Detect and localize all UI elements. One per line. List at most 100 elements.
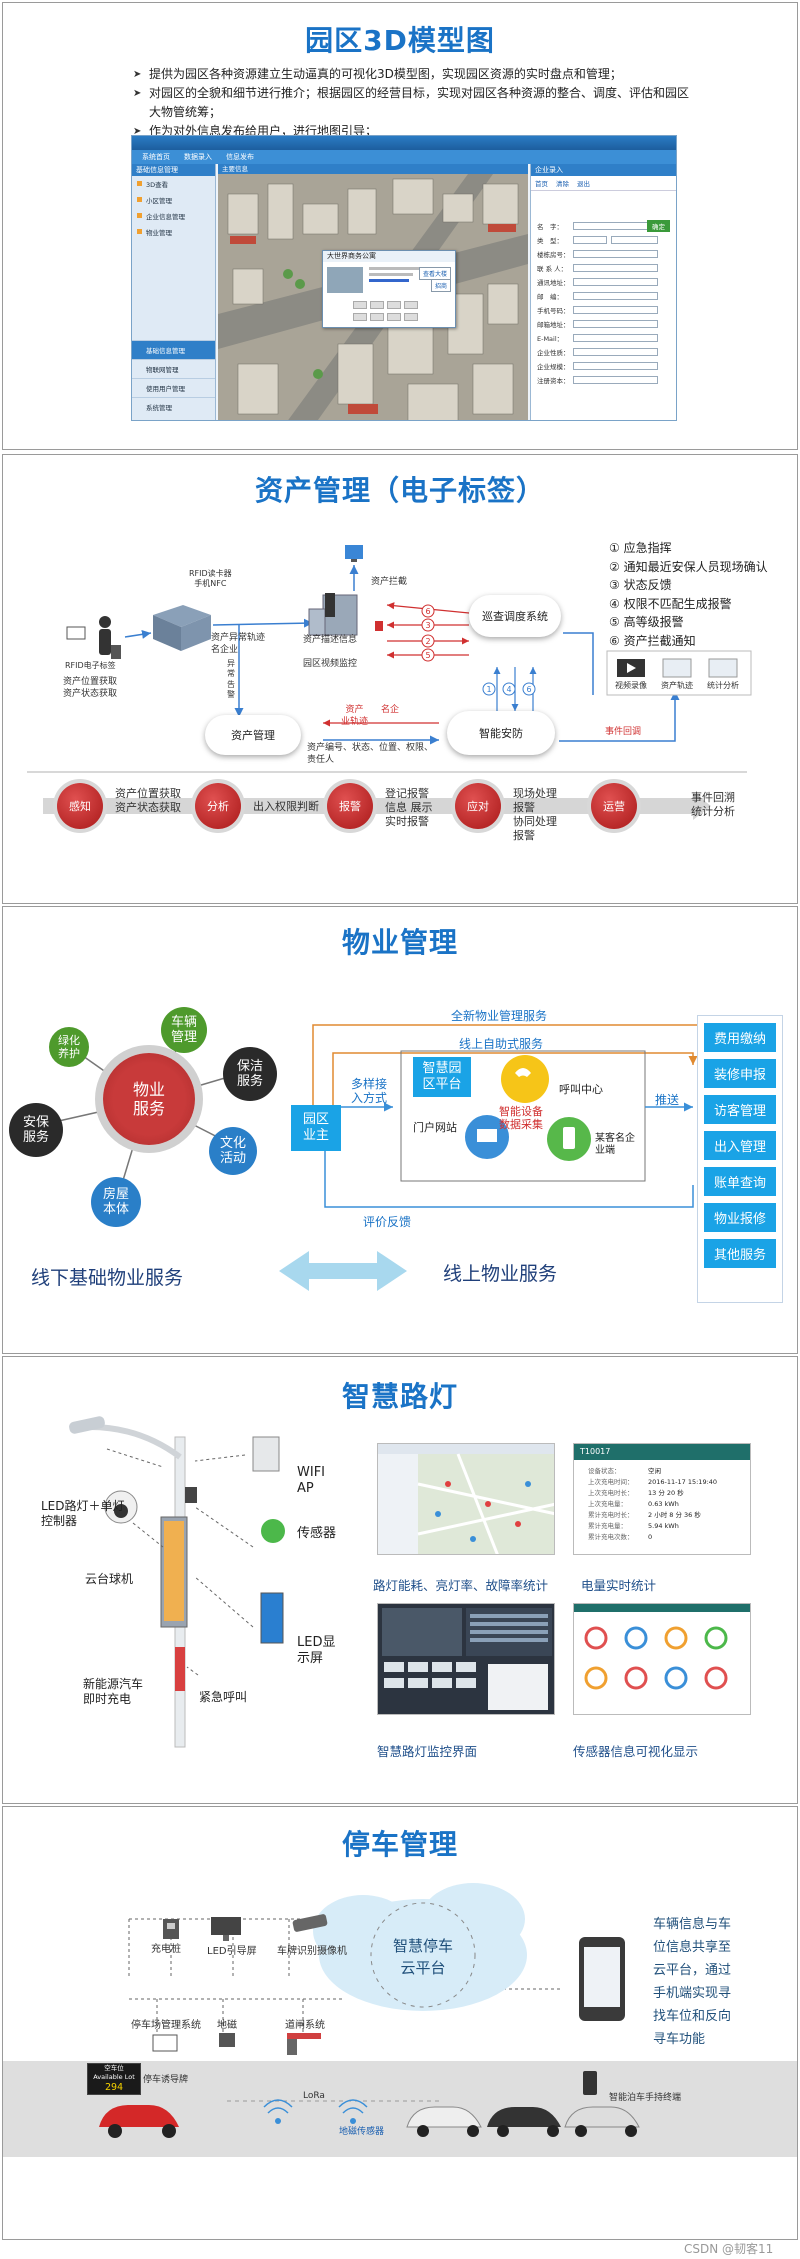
service-bill[interactable]: 账单查询 [704, 1167, 776, 1196]
building-thumbnail [327, 267, 363, 293]
name-input[interactable] [573, 222, 658, 230]
type-select-2[interactable] [611, 236, 658, 244]
slide-asset-management: 资产管理（电子标签） [2, 454, 798, 904]
app-topbar [132, 136, 676, 150]
name-label: 名企 [381, 705, 400, 715]
slide-property-management: 物业管理 物业 服务 车辆 管理 保洁 服务 文化 活动 房屋 [2, 906, 798, 1354]
call-center-label: 呼叫中心 [559, 1083, 603, 1096]
sign-number: 294 [104, 2082, 124, 2093]
step-item: ⑤ 高等级报警 [609, 615, 684, 629]
email2-input[interactable] [573, 334, 658, 342]
multi-access-label: 多样接 入方式 [351, 1077, 388, 1105]
service-visitor[interactable]: 访客管理 [704, 1095, 776, 1124]
service-repair[interactable]: 物业报修 [704, 1203, 776, 1232]
step-item: ④ 权限不匹配生成报警 [609, 596, 732, 611]
rfid-reader-label: RFID读卡器 手机NFC [189, 569, 232, 589]
email-input[interactable] [573, 320, 658, 328]
meter-key: 累计充电时长： [588, 1511, 634, 1519]
ev-charging-label: 新能源汽车 即时充电 [83, 1677, 144, 1706]
hub-vehicle: 车辆 管理 [161, 1007, 207, 1053]
app-nav: 系统首页 数据录入 信息发布 [132, 150, 676, 164]
address-input[interactable] [573, 278, 658, 286]
service-renovation[interactable]: 装修申报 [704, 1059, 776, 1088]
sidebar-item[interactable]: 物业管理 [132, 224, 215, 240]
service-access[interactable]: 出入管理 [704, 1131, 776, 1160]
online-service-label: 线上物业服务 [443, 1263, 558, 1285]
sidebar-bottom-item[interactable]: 使用用户管理 [132, 378, 215, 397]
nav-item[interactable]: 数据录入 [184, 153, 212, 161]
asset-fields-label: 资产编号、状态、位置、权限、 责任人 [307, 743, 434, 765]
portal-label: 门户网站 [413, 1121, 457, 1134]
hub-property-service: 物业 服务 [103, 1053, 195, 1145]
stage-desc: 事件回溯 统计分析 [691, 791, 735, 818]
form-label: 类 型： [537, 237, 563, 245]
device-label: 地磁 [217, 2020, 237, 2031]
caption: 智慧路灯监控界面 [377, 1744, 478, 1759]
sidebar-bottom-item[interactable]: 物联网管理 [132, 359, 215, 378]
hub-housing: 房屋 本体 [91, 1177, 141, 1227]
confirm-button[interactable]: 确定 [647, 220, 670, 232]
abnormal-label: 资产异常轨迹 名企业 [211, 633, 266, 655]
meter-key: 上次充电时间： [588, 1478, 634, 1486]
nature-input[interactable] [573, 348, 658, 356]
form-tab[interactable]: 首页 [535, 180, 548, 188]
stage-operate: 运营 [591, 783, 637, 829]
room-input[interactable] [573, 250, 658, 258]
stage-desc: 登记报警 信息 展示 实时报警 [385, 787, 433, 828]
step-item: ③ 状态反馈 [609, 578, 672, 592]
step-item: ① 应急指挥 [609, 541, 672, 555]
bullet-item: 作为对外信息发布给用户，进行地图引导； [133, 122, 693, 141]
hub-culture: 文化 活动 [209, 1127, 257, 1175]
meter-key: 上次充电时长： [588, 1489, 634, 1497]
slide-smart-streetlight: 智慧路灯 WIFI AP LED路灯＋单灯 控制器 传感器 云台球机 LED显 … [2, 1356, 798, 1804]
monitor-ui-screenshot [377, 1603, 555, 1715]
type-select[interactable] [573, 236, 607, 244]
slide-title: 资产管理（电子标签） [254, 474, 545, 507]
form-label: 名 字： [537, 223, 563, 231]
form-label: 邮箱地址： [537, 321, 570, 329]
slide-3d-model: 园区3D模型图 提供为园区各种资源建立生动逼真的可视化3D模型图，实现园区资源的… [2, 2, 798, 450]
ptz-camera-label: 云台球机 [85, 1572, 134, 1586]
rfid-tag-label: RFID电子标签 [65, 661, 116, 670]
step-item: ② 通知最近安保人员现场确认 [609, 559, 768, 574]
bullet-list: 提供为园区各种资源建立生动逼真的可视化3D模型图，实现园区资源的实时盘点和管理；… [133, 65, 693, 141]
bullet-item: 提供为园区各种资源建立生动逼真的可视化3D模型图，实现园区资源的实时盘点和管理； [133, 65, 693, 84]
form-tab[interactable]: 清除 [556, 180, 569, 188]
form-tab[interactable]: 退出 [577, 180, 590, 188]
nav-item[interactable]: 信息发布 [226, 153, 254, 161]
stats-label: 统计分析 [707, 681, 739, 690]
sidebar-bottom-item[interactable]: 基础信息管理 [132, 340, 215, 359]
3d-map-view[interactable]: 主要信息 大世界商务公寓 [218, 164, 528, 420]
zip-input[interactable] [573, 292, 658, 300]
form-label: 企业性质： [537, 349, 570, 357]
sensor-label: 传感器 [297, 1526, 337, 1541]
marker-6: 6 [425, 607, 430, 616]
enterprise-form: 企业录入 首页 清除 退出 名 字： 类 型： 楼栋房号： 联 系 人： 通讯地… [530, 164, 676, 420]
service-fee-payment[interactable]: 费用缴纳 [704, 1023, 776, 1052]
meter-key: 累计充电量： [588, 1522, 627, 1530]
stage-desc: 出入权限判断 [253, 800, 319, 813]
sidebar-item[interactable]: 企业信息管理 [132, 208, 215, 224]
scale-input[interactable] [573, 362, 658, 370]
sidebar-item[interactable]: 3D查看 [132, 176, 215, 192]
invest-button[interactable]: 招商 [430, 279, 451, 292]
lora-label: LoRa [303, 2091, 325, 2101]
form-label: 注册资本： [537, 377, 570, 385]
form-label: E-Mail： [537, 335, 564, 343]
caption: 传感器信息可视化显示 [573, 1744, 699, 1759]
handheld-label: 智能泊车手持终端 [609, 2093, 682, 2103]
platform-box: 智慧园 区平台 [413, 1057, 471, 1097]
parking-sign: 空车位 Available Lot 294 [87, 2063, 141, 2095]
app-screenshot: 系统首页 数据录入 信息发布 基础信息管理 3D查看 小区管理 企业信息管理 物… [131, 135, 677, 421]
meter-value: 5.94 kWh [648, 1522, 679, 1530]
sidebar-bottom-item[interactable]: 系统管理 [132, 397, 215, 416]
device-label: 车牌识别摄像机 [277, 1946, 347, 1957]
energy-stats-screenshot [377, 1443, 555, 1555]
capital-input[interactable] [573, 376, 658, 384]
service-other[interactable]: 其他服务 [704, 1239, 776, 1268]
meter-value: 2 小时 8 分 36 秒 [648, 1511, 701, 1519]
nav-item[interactable]: 系统首页 [142, 153, 170, 161]
sidebar-item[interactable]: 小区管理 [132, 192, 215, 208]
phone-input[interactable] [573, 306, 658, 314]
contact-input[interactable] [573, 264, 658, 272]
